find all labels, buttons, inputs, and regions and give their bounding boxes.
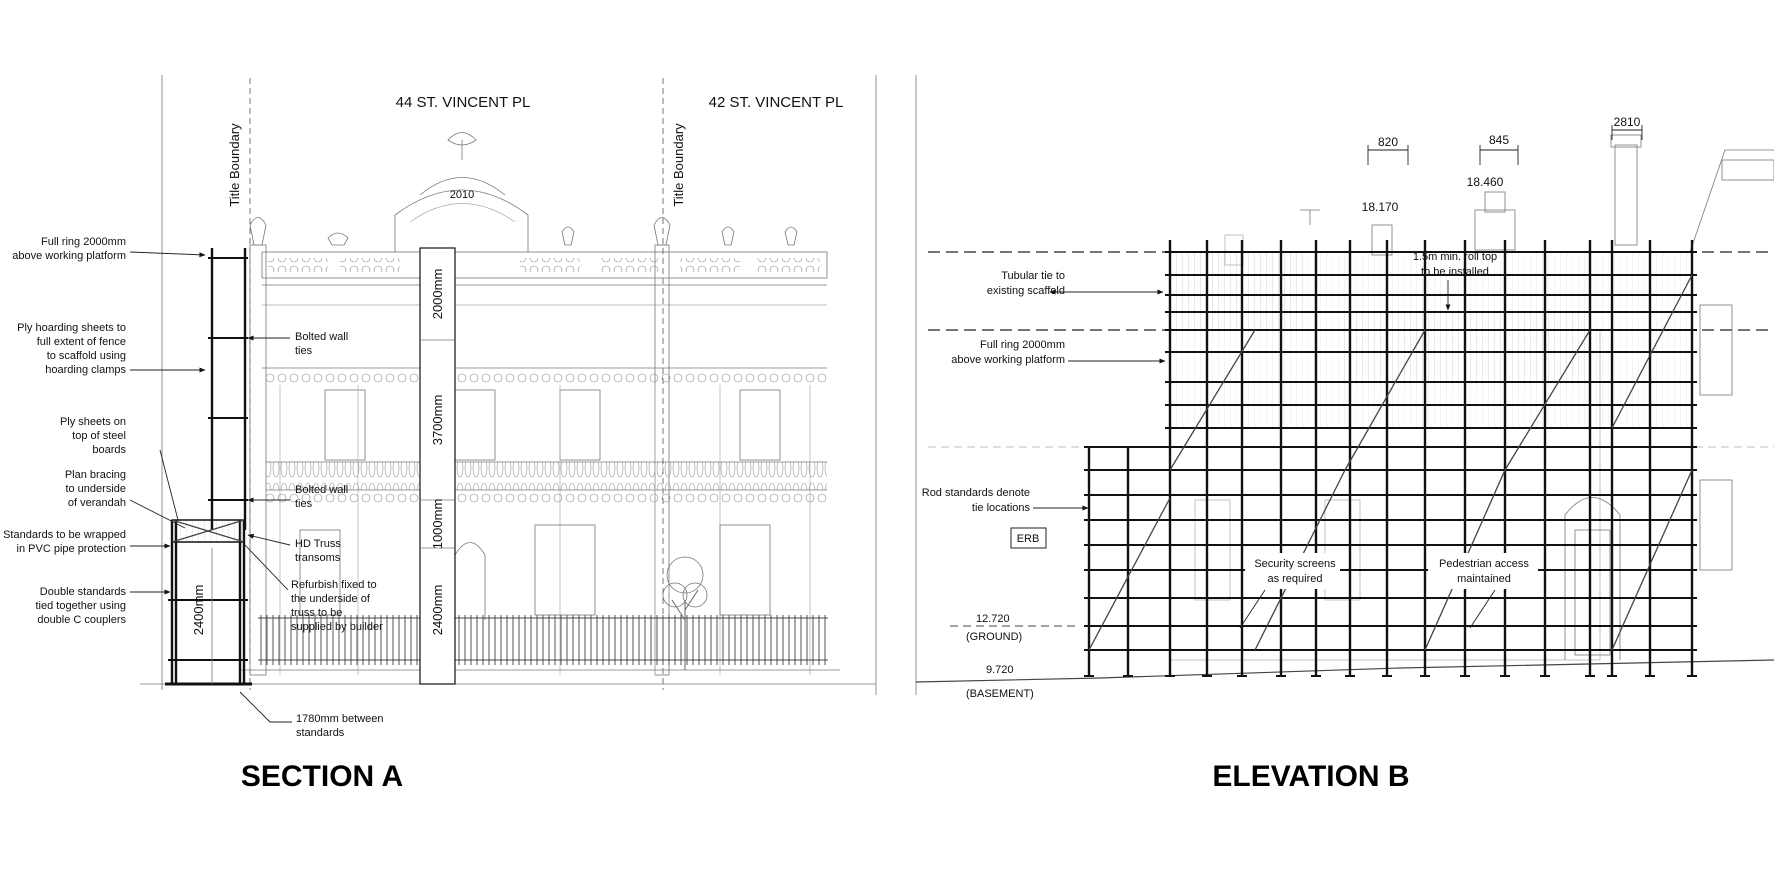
scaffold-brace [1169,329,1256,471]
scaffold-brace [1504,329,1591,471]
scaffold-brace [1344,329,1426,471]
level-basement-label: (BASEMENT) [966,688,1034,700]
title-boundary-right: Title Boundary [671,123,686,207]
section-a-title: SECTION A [241,760,403,793]
scaffold-brace [1611,469,1693,651]
dim-1000mm: 1000mm [430,499,445,550]
scaffold-brace [1088,497,1171,651]
dim-3700mm: 3700mm [430,395,445,446]
dim-18170: 18.170 [1362,200,1399,214]
scaffold-mesh [1170,252,1692,428]
pediment-plaque: 2010 [450,189,474,201]
scaffold-brace [1611,274,1693,429]
elevation-b-dimensions: 820 845 2810 18.460 18.170 [1362,115,1643,214]
scaffold-elevation-b [1084,240,1697,677]
level-ground-value: 12.720 [976,613,1010,625]
address-44: 44 ST. VINCENT PL [396,94,531,111]
section-a: Title Boundary Title Boundary 44 ST. VIN… [3,75,877,793]
dim-820: 820 [1378,135,1398,149]
address-42: 42 ST. VINCENT PL [709,94,844,111]
dim-2810: 2810 [1614,115,1641,129]
dim-2400mm-column: 2400mm [430,585,445,636]
erb-tag: ERB [1017,533,1040,545]
elevation-b: 820 845 2810 18.460 18.170 Tubular tie t… [915,75,1774,793]
title-boundary-left: Title Boundary [227,123,242,207]
dim-18460: 18.460 [1467,175,1504,189]
scaffold-section-a [165,248,252,686]
terrace-facade: 2010 [240,132,840,676]
level-ground-label: (GROUND) [966,631,1022,643]
level-basement-value: 9.720 [986,664,1014,676]
dim-845: 845 [1489,133,1509,147]
elevation-b-title: ELEVATION B [1212,760,1409,793]
dim-2000mm: 2000mm [430,269,445,320]
dim-2400mm-scaffold: 2400mm [191,585,206,636]
